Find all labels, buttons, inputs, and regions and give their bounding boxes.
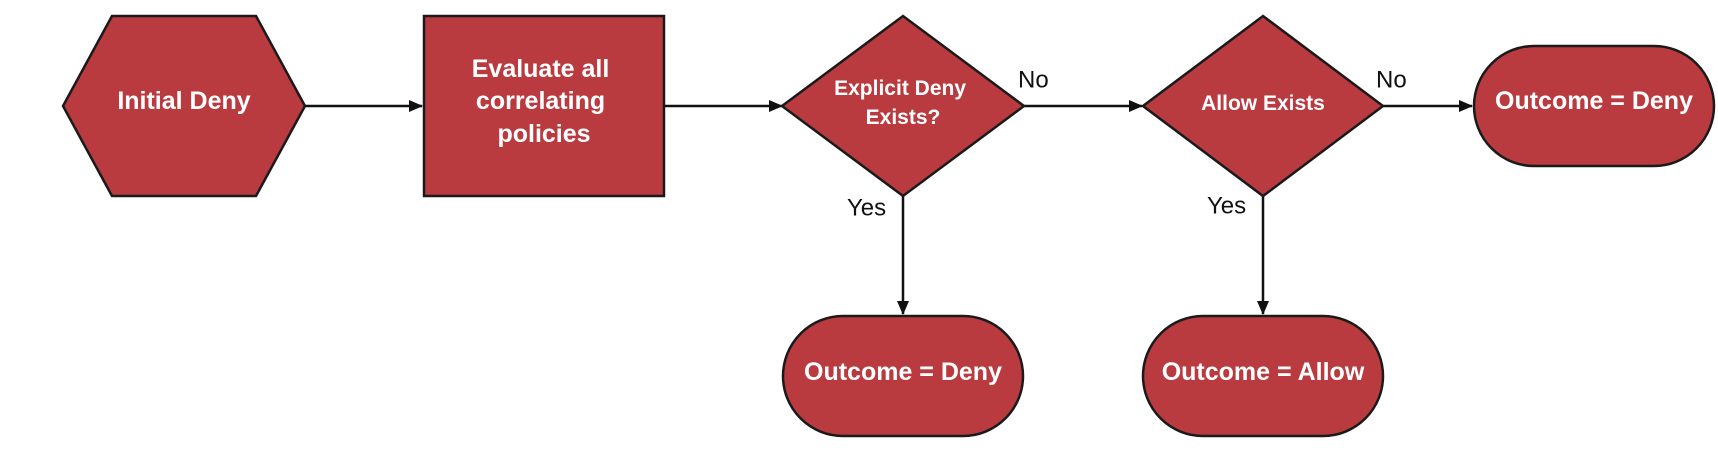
node-evaluate-policies: Evaluate all correlating policies <box>422 14 666 198</box>
edge-allow-exists-no: No <box>1376 66 1473 112</box>
terminator-shape <box>781 314 1025 438</box>
node-label: Explicit Deny Exists? <box>834 77 972 129</box>
edge-label-yes: Yes <box>847 194 886 221</box>
node-label: Outcome = Deny <box>1495 87 1693 115</box>
edge-label-no: No <box>1376 66 1407 93</box>
node-label: Outcome = Allow <box>1162 358 1365 386</box>
rectangle-shape <box>422 14 666 198</box>
node-label-line: Exists? <box>866 106 941 129</box>
node-label-line: correlating <box>476 87 605 115</box>
node-label: Outcome = Deny <box>804 358 1002 386</box>
edge-label-no: No <box>1018 66 1049 93</box>
node-label-line: Outcome = Deny <box>1495 87 1693 115</box>
node-label-line: Outcome = Allow <box>1162 358 1365 386</box>
node-label-line: Initial Deny <box>117 87 250 115</box>
node-label: Evaluate all correlating policies <box>472 55 617 148</box>
edge-label-yes: Yes <box>1207 192 1246 219</box>
edge-explicit-deny-no: No <box>1018 66 1143 112</box>
edge-allow-exists-yes: Yes <box>1207 192 1269 315</box>
node-outcome-allow: Outcome = Allow <box>1141 314 1385 438</box>
node-label-line: policies <box>497 120 590 148</box>
node-label-line: Evaluate all <box>472 55 610 83</box>
node-label-line: Outcome = Deny <box>804 358 1002 386</box>
node-explicit-deny-decision: Explicit Deny Exists? <box>779 14 1027 198</box>
terminator-shape <box>1472 44 1716 168</box>
node-outcome-deny-right: Outcome = Deny <box>1472 44 1716 168</box>
node-initial-deny: Initial Deny <box>61 14 307 198</box>
terminator-shape <box>1141 314 1385 438</box>
edge-explicit-deny-yes: Yes <box>847 194 909 315</box>
node-label: Initial Deny <box>117 87 250 115</box>
node-label-line: Allow Exists <box>1201 92 1325 115</box>
node-allow-exists-decision: Allow Exists <box>1140 14 1386 198</box>
hexagon-shape <box>61 14 307 198</box>
node-label-line: Explicit Deny <box>834 77 966 100</box>
diamond-shape <box>1140 14 1386 198</box>
diamond-shape <box>779 14 1027 198</box>
node-label: Allow Exists <box>1201 92 1325 115</box>
node-outcome-deny-bottom: Outcome = Deny <box>781 314 1025 438</box>
